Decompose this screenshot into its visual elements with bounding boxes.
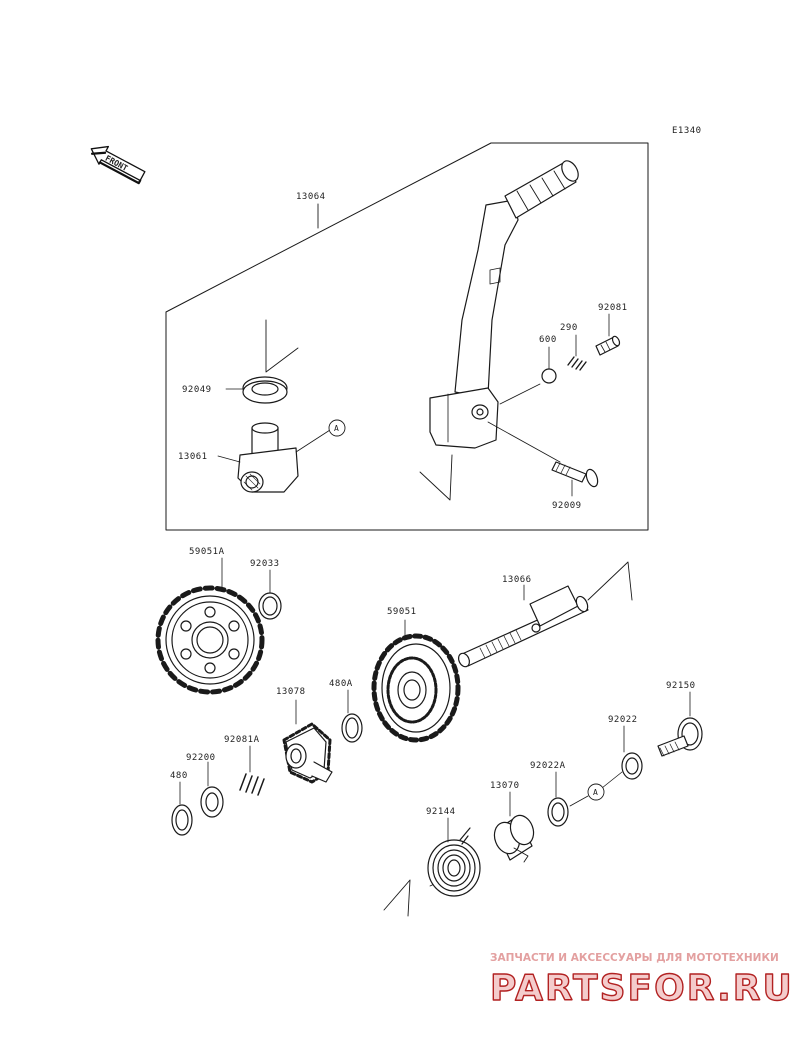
- washer-92033: [258, 569, 282, 620]
- bolt-92150: [657, 691, 703, 757]
- part-label-92033: 92033: [250, 559, 280, 569]
- circlip-480: [171, 781, 193, 836]
- gear-59051: [371, 619, 461, 743]
- part-label-600: 600: [539, 335, 557, 345]
- plunger-290: [595, 313, 621, 356]
- spring-92081a: [239, 745, 265, 796]
- kick-shaft-13066: [457, 561, 633, 668]
- part-label-92200: 92200: [186, 753, 216, 763]
- ball-600: [541, 368, 557, 384]
- kick-pedal-assembly-frame: [165, 142, 649, 531]
- callout-a-upper: A: [328, 419, 346, 437]
- part-label-480: 480: [170, 771, 188, 781]
- part-label-92081: 290: [560, 323, 578, 333]
- oil-seal-92049: [225, 319, 299, 404]
- circlip-480a: [341, 689, 363, 743]
- part-label-92022: 92022: [608, 715, 638, 725]
- watermark-logo: ЗАПЧАСТИ И АКСЕССУАРЫ ДЛЯ МОТОТЕХНИКИ PA…: [489, 952, 794, 1010]
- gear-59051a: [155, 557, 265, 695]
- part-label-59051a: 59051A: [189, 547, 225, 557]
- kick-spring-92144: [383, 817, 481, 917]
- callout-a-lower: A: [587, 783, 605, 801]
- part-label-13070: 13070: [490, 781, 520, 791]
- spring-92081: [567, 334, 587, 371]
- washer-92200: [200, 761, 224, 818]
- washer-92022a: [547, 771, 569, 827]
- part-label-13061: 13061: [178, 452, 208, 462]
- part-label-92009: 92009: [552, 501, 582, 511]
- part-label-480a: 480A: [329, 679, 353, 689]
- part-label-92144: 92144: [426, 807, 456, 817]
- washer-92022: [601, 725, 643, 789]
- diagram-code: E1340: [672, 126, 702, 136]
- callout-a-lower-letter: A: [593, 788, 598, 797]
- part-label-92049: 92049: [182, 385, 212, 395]
- part-label-92081a: 92081A: [224, 735, 260, 745]
- part-label-92022a: 92022A: [530, 761, 566, 771]
- callout-a-upper-letter: A: [334, 424, 339, 433]
- bolt-92009: [551, 461, 599, 497]
- watermark-brand: PARTSFOR.RU: [490, 968, 794, 1009]
- part-label-290: 92081: [598, 303, 628, 313]
- ratchet-13078: [282, 699, 333, 784]
- front-arrow-icon: FRONT: [90, 145, 146, 185]
- part-label-92150: 92150: [666, 681, 696, 691]
- kick-pedal-lever: [429, 160, 579, 449]
- spring-guide-13070: [493, 791, 535, 863]
- watermark-subtitle: ЗАПЧАСТИ И АКСЕССУАРЫ ДЛЯ МОТОТЕХНИКИ: [490, 952, 779, 964]
- part-label-59051: 59051: [387, 607, 417, 617]
- part-label-13078: 13078: [276, 687, 306, 697]
- part-label-13066: 13066: [502, 575, 532, 585]
- shaft-13061: [217, 422, 331, 493]
- part-label-13064: 13064: [296, 192, 326, 202]
